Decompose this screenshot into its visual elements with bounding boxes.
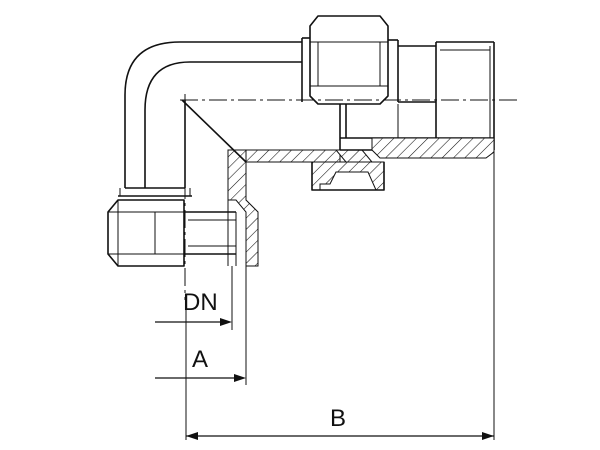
union-hex-nut <box>301 15 399 105</box>
right-spigot <box>339 41 495 159</box>
label-a: A <box>192 346 208 373</box>
section-wall <box>181 99 341 267</box>
union-lower-section <box>311 149 385 191</box>
label-b: B <box>330 405 346 432</box>
elbow-body <box>118 41 302 197</box>
left-hex-nut <box>107 199 237 267</box>
label-dn: DN <box>183 289 218 316</box>
dimension-lines <box>155 150 495 440</box>
center-lines <box>180 94 520 300</box>
